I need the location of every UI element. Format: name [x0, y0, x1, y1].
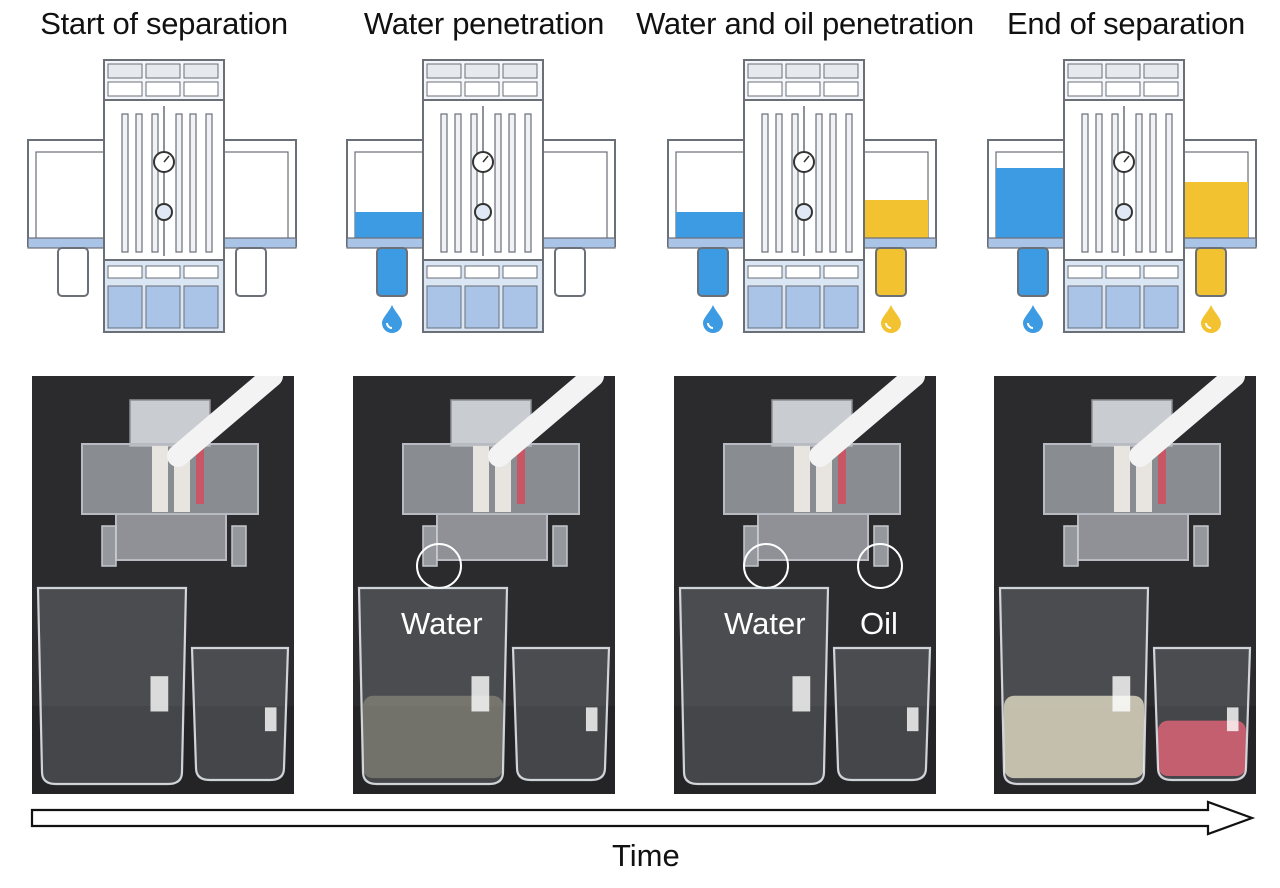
stage-2-schematic [346, 59, 616, 333]
valve-icon [795, 203, 813, 221]
right-outlet-tube [875, 247, 907, 297]
right-outlet-tube [235, 247, 267, 297]
stage-4-title: End of separation [1007, 6, 1245, 41]
large-beaker [36, 586, 188, 786]
feed-tube [1129, 376, 1245, 467]
large-beaker [998, 586, 1150, 786]
oil-level [856, 200, 928, 240]
valve-icon [1115, 203, 1133, 221]
small-beaker [1152, 646, 1252, 782]
large-beaker [678, 586, 830, 786]
water-level [355, 212, 427, 240]
large-beaker [357, 586, 509, 786]
stage-1-photo [32, 376, 294, 794]
stage-2-title: Water penetration [363, 6, 605, 41]
stage-3-schematic [667, 59, 937, 333]
small-beaker [511, 646, 611, 782]
left-outlet-tube [376, 247, 408, 297]
water-drop-icon [1023, 305, 1043, 333]
stage-4-photo [994, 376, 1256, 794]
stage-3-photo: Water Oil [674, 376, 936, 794]
time-axis-label: Time [612, 838, 680, 873]
right-outlet-tube [1195, 247, 1227, 297]
water-level [996, 168, 1068, 240]
valve-icon [155, 203, 173, 221]
arrow-right-icon [30, 800, 1256, 836]
left-outlet-tube [57, 247, 89, 297]
small-beaker [190, 646, 290, 782]
left-outlet-tube [697, 247, 729, 297]
oil-drop-icon [881, 305, 901, 333]
oil-drop-icon [1201, 305, 1221, 333]
stage-3-title: Water and oil penetration [636, 6, 974, 41]
water-callout-label: Water [724, 606, 806, 641]
water-drop-icon [382, 305, 402, 333]
left-outlet-tube [1017, 247, 1049, 297]
small-beaker [832, 646, 932, 782]
device-bottom-clamp [757, 513, 869, 561]
device-top-clamp [450, 399, 532, 447]
water-level [676, 212, 748, 240]
right-outlet-tube [554, 247, 586, 297]
device-bottom-clamp [115, 513, 227, 561]
oil-level [1176, 182, 1248, 240]
stage-4-schematic [987, 59, 1257, 333]
device-bottom-clamp [436, 513, 548, 561]
stage-1-schematic [27, 59, 297, 333]
water-callout-label: Water [401, 606, 483, 641]
stage-1-title: Start of separation [40, 6, 288, 41]
feed-tube [167, 376, 283, 467]
feed-tube [809, 376, 925, 467]
device-bottom-clamp [1077, 513, 1189, 561]
valve-icon [474, 203, 492, 221]
feed-tube [488, 376, 604, 467]
water-drop-icon [703, 305, 723, 333]
oil-callout-label: Oil [860, 606, 898, 641]
stage-2-photo: Water [353, 376, 615, 794]
oil-outlet-highlight [857, 543, 903, 589]
